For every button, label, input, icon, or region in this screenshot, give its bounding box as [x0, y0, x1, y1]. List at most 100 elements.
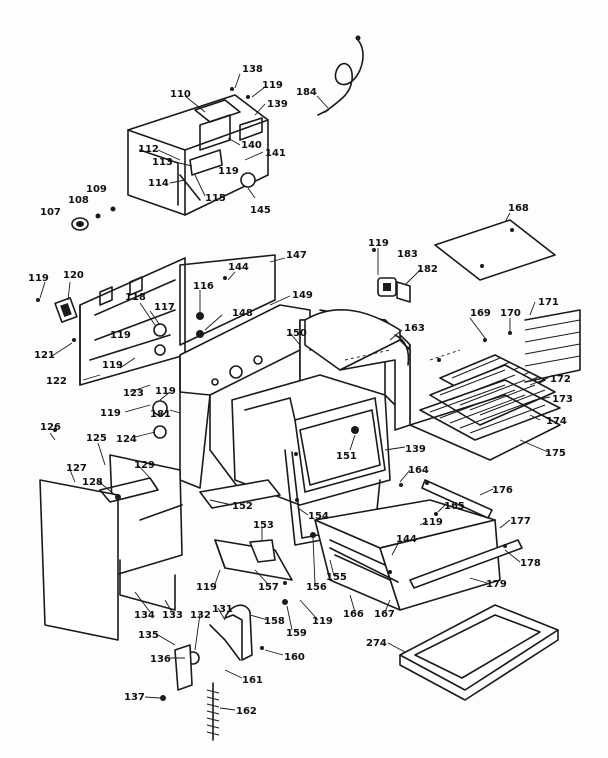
part-label: 121 — [34, 350, 55, 361]
knob-assembly — [72, 206, 116, 231]
part-label: 157 — [258, 582, 279, 593]
side-rack — [483, 310, 580, 382]
power-cord — [318, 35, 363, 116]
part-label: 112 — [138, 144, 159, 155]
part-label: 123 — [123, 388, 144, 399]
part-label: 171 — [538, 297, 559, 308]
part-label: 166 — [343, 609, 364, 620]
screws — [36, 87, 438, 650]
part-label: 177 — [510, 516, 531, 527]
part-label: 119 — [102, 360, 123, 371]
part-label: 119 — [262, 80, 283, 91]
part-label: 151 — [336, 451, 357, 462]
spring-screw — [160, 683, 219, 740]
oven-door — [232, 375, 390, 505]
switch-assembly — [378, 278, 410, 302]
part-label: 124 — [116, 434, 137, 445]
part-label: 144 — [228, 262, 249, 273]
part-label: 119 — [155, 386, 176, 397]
part-label: 139 — [405, 444, 426, 455]
storage-drawer — [315, 500, 500, 610]
part-label: 119 — [196, 582, 217, 593]
part-label: 155 — [326, 572, 347, 583]
part-label: 118 — [125, 292, 146, 303]
part-label: 184 — [296, 87, 317, 98]
part-label: 150 — [286, 328, 307, 339]
part-label: 141 — [265, 148, 286, 159]
part-label: 138 — [242, 64, 263, 75]
part-label: 113 — [152, 157, 173, 168]
part-label: 148 — [232, 308, 253, 319]
part-label: 176 — [492, 485, 513, 496]
part-label: 154 — [308, 511, 329, 522]
part-label: 137 — [124, 692, 145, 703]
part-label: 178 — [520, 558, 541, 569]
part-label: 175 — [545, 448, 566, 459]
part-label: 128 — [82, 477, 103, 488]
drawer-rails — [410, 480, 522, 588]
part-label: 119 — [312, 616, 333, 627]
part-label: 182 — [417, 264, 438, 275]
base-strip — [200, 480, 280, 508]
part-label: 172 — [550, 374, 571, 385]
part-label: 136 — [150, 654, 171, 665]
leader-lines — [40, 74, 550, 710]
part-label: 163 — [404, 323, 425, 334]
part-label: 122 — [46, 376, 67, 387]
part-label: 169 — [470, 308, 491, 319]
part-label: 108 — [68, 195, 89, 206]
part-label: 134 — [134, 610, 155, 621]
vent-housing — [128, 95, 268, 215]
part-label: 127 — [66, 463, 87, 474]
part-label: 152 — [232, 501, 253, 512]
part-label: 109 — [86, 184, 107, 195]
part-label: 139 — [267, 99, 288, 110]
part-label: 119 — [28, 273, 49, 284]
part-label: 183 — [397, 249, 418, 260]
part-label: 119 — [368, 238, 389, 249]
part-label: 173 — [552, 394, 573, 405]
part-label: 125 — [86, 433, 107, 444]
part-label: 126 — [40, 422, 61, 433]
part-label: 145 — [250, 205, 271, 216]
part-label: 164 — [408, 465, 429, 476]
part-label: 170 — [500, 308, 521, 319]
part-label: 179 — [486, 579, 507, 590]
oven-racks — [410, 355, 560, 460]
part-label: 117 — [154, 302, 175, 313]
part-label: 129 — [134, 460, 155, 471]
part-label: 135 — [138, 630, 159, 641]
part-label: 133 — [162, 610, 183, 621]
part-labels: 138 119 110 139 184 112 140 113 141 119 … — [28, 64, 573, 717]
part-label: 181 — [150, 409, 171, 420]
part-label: 160 — [284, 652, 305, 663]
part-label: 116 — [193, 281, 214, 292]
part-label: 158 — [264, 616, 285, 627]
part-label: 107 — [40, 207, 61, 218]
part-label: 161 — [242, 675, 263, 686]
part-label: 140 — [241, 140, 262, 151]
part-label: 168 — [508, 203, 529, 214]
part-label: 149 — [292, 290, 313, 301]
part-label: 174 — [546, 416, 567, 427]
part-label: 144 — [396, 534, 417, 545]
part-label: 165 — [444, 501, 465, 512]
part-label: 156 — [306, 582, 327, 593]
part-label: 147 — [286, 250, 307, 261]
part-label: 115 — [205, 193, 226, 204]
part-label: 114 — [148, 178, 169, 189]
part-label: 131 — [212, 604, 233, 615]
cover-panel — [435, 220, 555, 280]
part-label: 120 — [63, 270, 84, 281]
control-panel — [55, 258, 185, 438]
part-label: 153 — [253, 520, 274, 531]
part-label: 167 — [374, 609, 395, 620]
broiler-pan — [400, 605, 558, 700]
part-label: 119 — [422, 517, 443, 528]
part-label: 159 — [286, 628, 307, 639]
part-label: 110 — [170, 89, 191, 100]
part-label: 162 — [236, 706, 257, 717]
part-label: 132 — [190, 610, 211, 621]
